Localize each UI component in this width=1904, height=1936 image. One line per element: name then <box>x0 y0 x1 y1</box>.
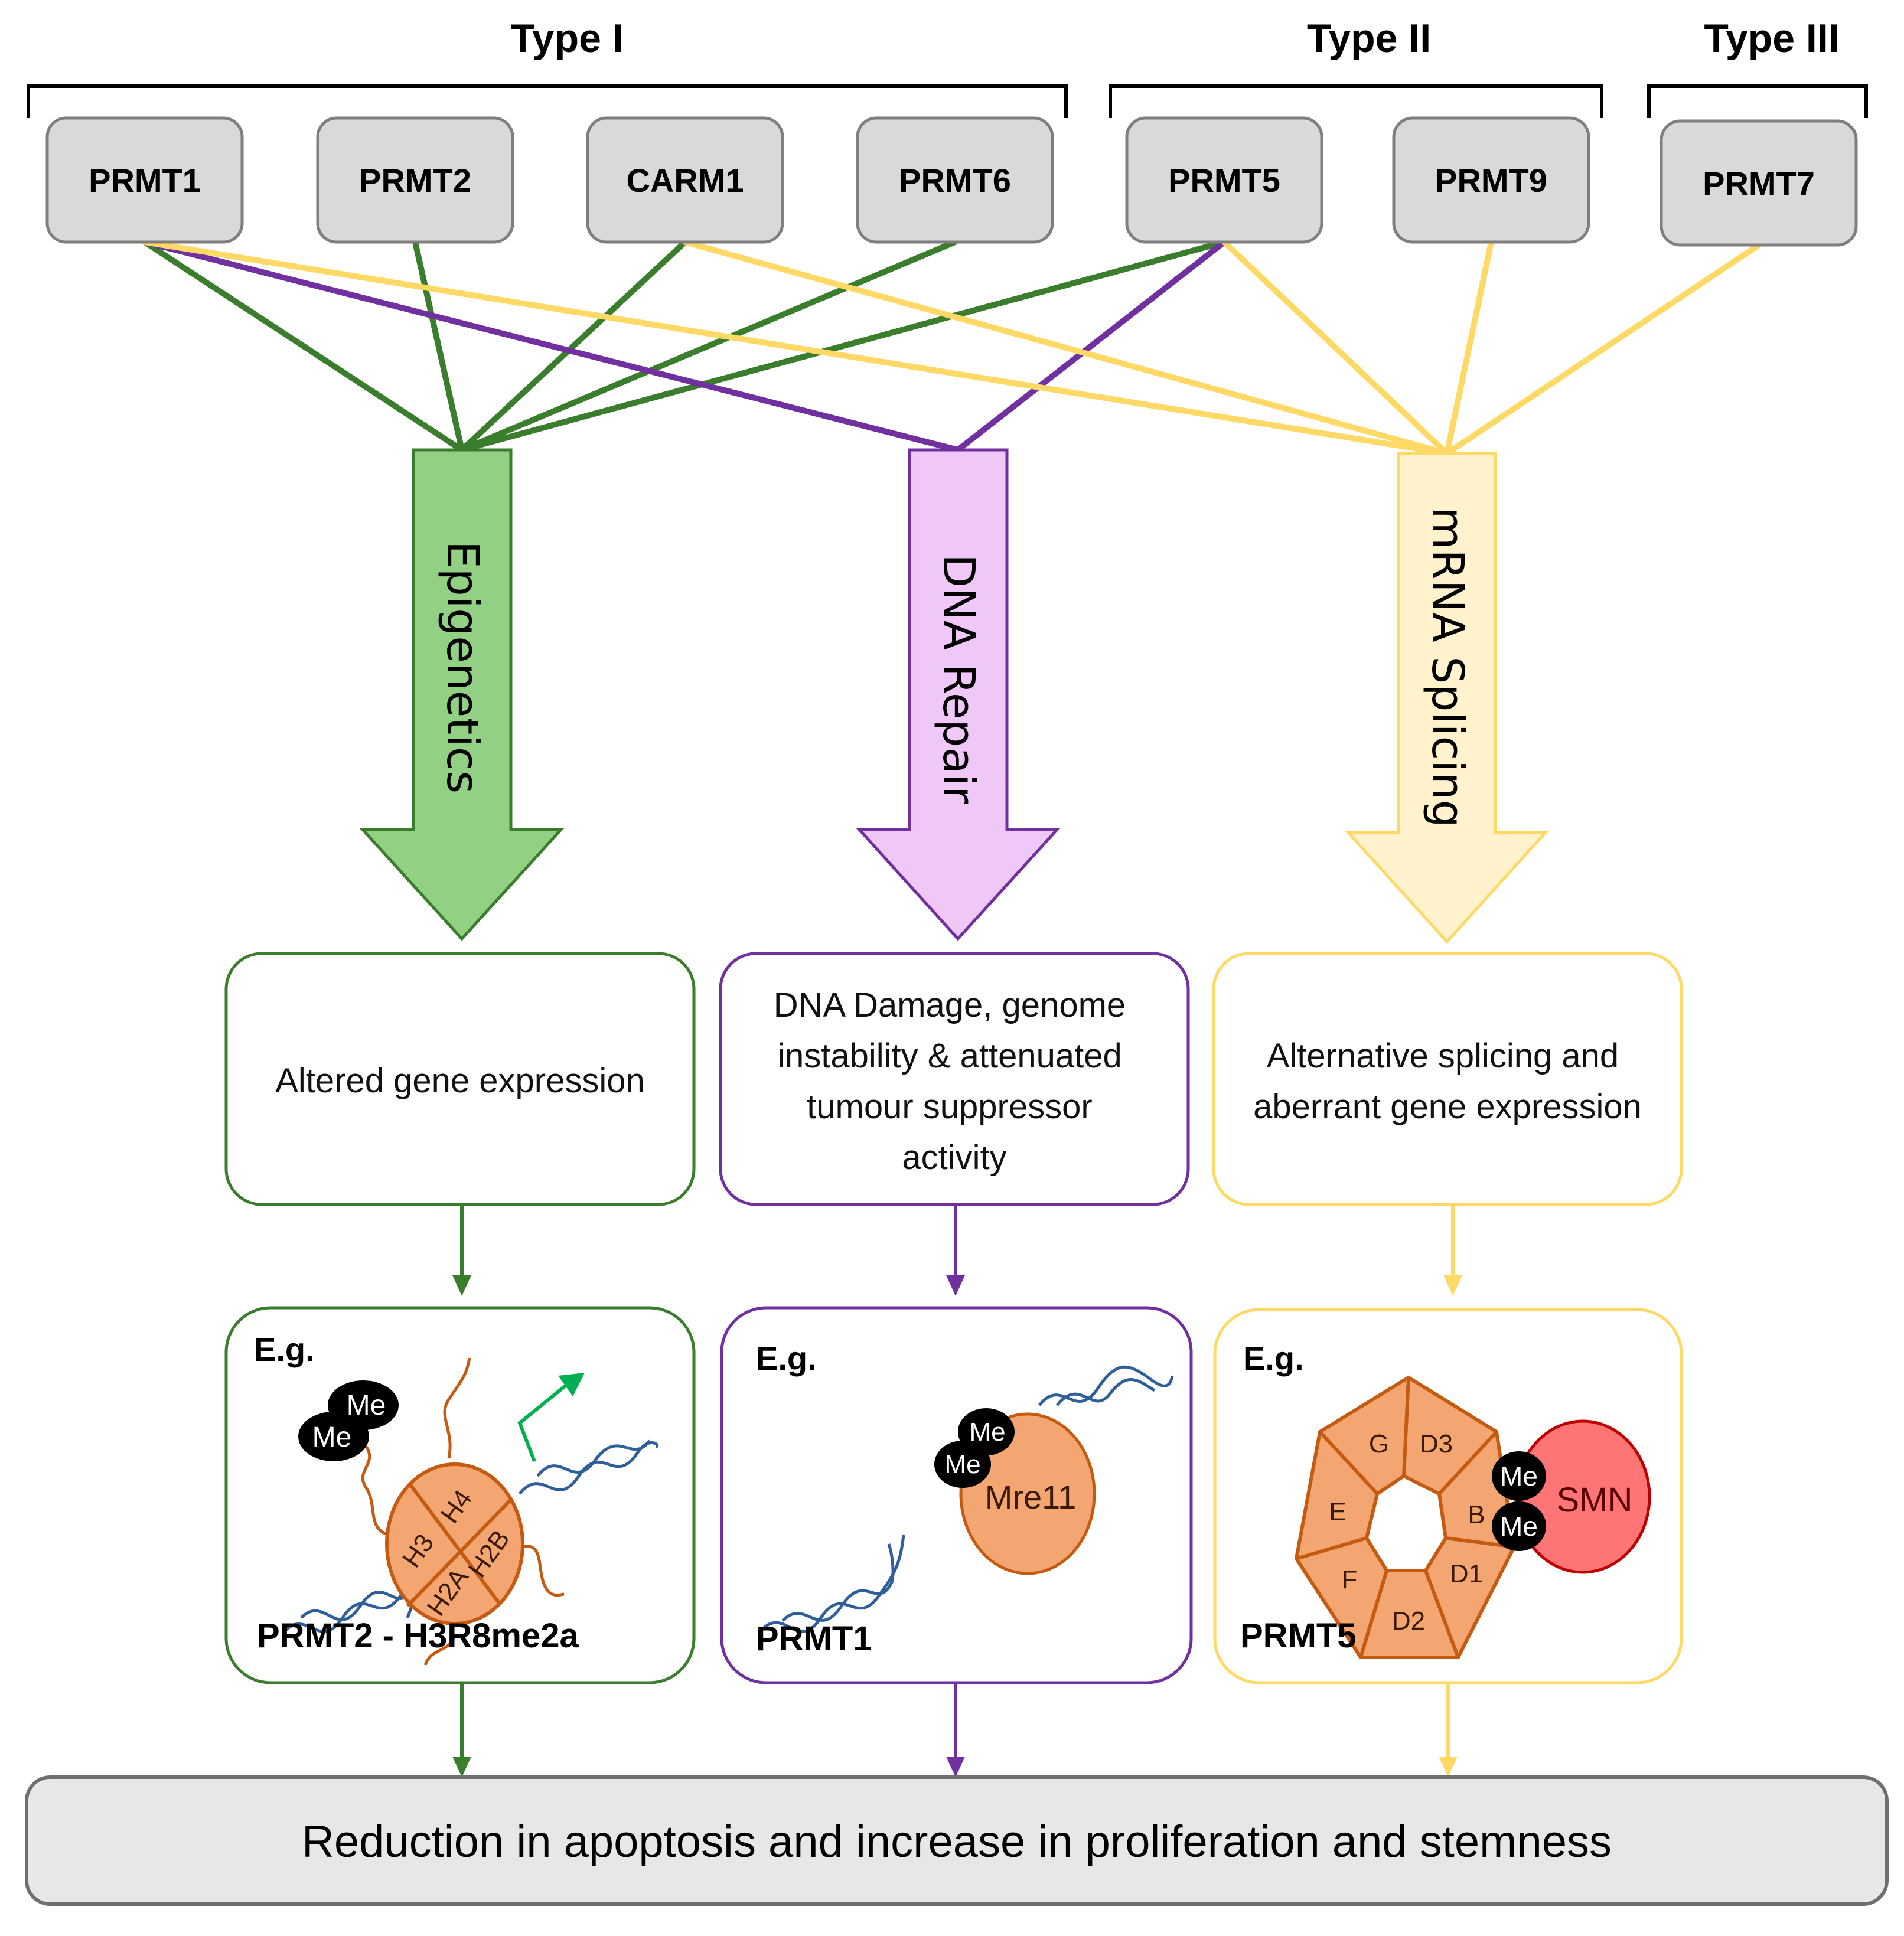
connection-carm1-epigenetics <box>459 239 688 453</box>
outcome-line: Alternative splicing and <box>1267 1037 1619 1075</box>
enzyme-box-prmt2: PRMT2 <box>316 116 514 244</box>
outcome-line: aberrant gene expression <box>1253 1088 1642 1126</box>
enzyme-box-prmt5: PRMT5 <box>1125 116 1323 244</box>
enzyme-box-prmt6: PRMT6 <box>856 116 1054 244</box>
enzyme-boxes: PRMT1 PRMT2 CARM1 PRMT6 PRMT5 PRMT9 PRMT7 <box>45 116 1858 247</box>
pathway-arrow-mrna-splicing: mRNA Splicing <box>1345 452 1549 944</box>
pathway-label-epigenetics: Epigenetics <box>437 541 488 794</box>
sm-protein-label: E <box>1329 1497 1346 1526</box>
sm-protein-label: D3 <box>1420 1429 1453 1458</box>
connection-prmt6-epigenetics <box>459 239 958 453</box>
outcome-box-dna-repair: DNA Damage, genome instability & attenua… <box>719 952 1190 1206</box>
protein-label: Mre11 <box>985 1478 1077 1516</box>
enzyme-box-prmt9: PRMT9 <box>1392 116 1590 244</box>
pathway-label-dna-repair: DNA Repair <box>933 554 984 804</box>
pathway-arrow-epigenetics: Epigenetics <box>359 448 565 941</box>
smn-label: SMN <box>1557 1481 1633 1519</box>
svg-text:DNA Damage, genome insta: DNA Damage, genome instability & attenua… <box>774 986 1136 1177</box>
transcription-arrow-icon <box>517 1373 585 1462</box>
example-box-dna-repair: E.g. Mre11 Me Me PRMT1 <box>720 1306 1193 1684</box>
outcome-line: activity <box>902 1138 1006 1177</box>
example-box-epigenetics: E.g. H3 H4 H2B H2A Me <box>224 1306 696 1684</box>
dna-helix-icon <box>282 1439 659 1634</box>
svg-text:Alternative splicing and: Alternative splicing and aberrant gene e… <box>1253 1037 1642 1126</box>
methyl-marks-icon: Me Me <box>298 1380 399 1461</box>
svg-text:Me: Me <box>347 1390 386 1421</box>
enzyme-box-prmt7: PRMT7 <box>1660 119 1858 247</box>
enzyme-label: PRMT1 <box>89 162 201 199</box>
connector-arrows-bottom <box>452 1683 1458 1777</box>
type-groups: Type I Type II Type III <box>27 16 1868 118</box>
enzyme-label: PRMT7 <box>1703 165 1815 202</box>
outcome-box-mrna-splicing: Alternative splicing and aberrant gene e… <box>1212 952 1683 1206</box>
svg-text:Me: Me <box>1500 1461 1538 1491</box>
example-prefix: E.g. <box>254 1331 315 1368</box>
example-prefix: E.g. <box>756 1340 817 1377</box>
example-caption: PRMT5 <box>1240 1617 1357 1655</box>
svg-text:Me: Me <box>969 1418 1005 1447</box>
enzyme-label: PRMT5 <box>1168 162 1280 199</box>
enzyme-label: PRMT9 <box>1435 162 1547 199</box>
outcome-line: Altered gene expression <box>275 1062 645 1100</box>
type-label-2: Type II <box>1307 16 1431 61</box>
enzyme-label: PRMT2 <box>359 162 471 199</box>
sm-protein-label: B <box>1468 1500 1485 1529</box>
type-3-bracket <box>1647 84 1868 118</box>
svg-text:Me: Me <box>944 1450 980 1479</box>
outcome-box-epigenetics: Altered gene expression <box>224 952 696 1206</box>
final-outcome-box: Reduction in apoptosis and increase in p… <box>25 1775 1889 1906</box>
connection-prmt7-mrna-splicing <box>1444 242 1762 456</box>
type-1-bracket <box>27 84 1068 118</box>
nucleosome-icon: H3 H4 H2B H2A <box>385 1462 524 1625</box>
example-box-mrna-splicing: E.g. G D3 B D1 D2 F E SMN <box>1213 1308 1683 1684</box>
pathway-arrow-dna-repair: DNA Repair <box>856 448 1061 941</box>
type-label-1: Type I <box>510 16 623 61</box>
connection-prmt1-mrna-splicing <box>142 239 1450 456</box>
enzyme-box-carm1: CARM1 <box>586 116 784 244</box>
connection-prmt5-mrna-splicing <box>1221 239 1450 456</box>
connection-carm1-mrna-splicing <box>682 239 1450 456</box>
outcome-line: instability & attenuated <box>777 1037 1122 1075</box>
sm-protein-label: D1 <box>1450 1559 1483 1588</box>
connector-arrows-mid <box>452 1204 1462 1296</box>
enzyme-label: PRMT6 <box>899 162 1011 199</box>
type-2-bracket <box>1109 84 1603 118</box>
example-prefix: E.g. <box>1243 1340 1304 1377</box>
enzyme-label: CARM1 <box>626 162 744 199</box>
sm-protein-label: D2 <box>1392 1607 1425 1635</box>
svg-text:Me: Me <box>312 1422 352 1453</box>
connection-prmt1-epigenetics <box>142 239 465 453</box>
sm-ring-icon: G D3 B D1 D2 F E <box>1294 1375 1517 1659</box>
sm-protein-label: F <box>1342 1565 1358 1594</box>
connection-prmt2-epigenetics <box>412 239 465 453</box>
example-caption: PRMT1 <box>756 1620 872 1658</box>
sm-protein-label: G <box>1369 1429 1389 1458</box>
pathway-label-mrna-splicing: mRNA Splicing <box>1422 507 1473 827</box>
enzyme-pathway-connections <box>142 239 1762 456</box>
outcome-line: tumour suppressor <box>807 1088 1093 1126</box>
svg-text:Altered gene expression: Altered gene expression <box>275 1062 645 1100</box>
example-caption: PRMT2 - H3R8me2a <box>257 1617 579 1655</box>
methyl-marks-icon: Me Me <box>1492 1451 1546 1551</box>
connection-prmt9-mrna-splicing <box>1444 239 1494 456</box>
connection-prmt5-epigenetics <box>459 239 1227 453</box>
type-label-3: Type III <box>1704 16 1839 61</box>
connection-prmt1-dna-repair <box>142 239 961 453</box>
connection-prmt5-dna-repair <box>955 239 1227 453</box>
svg-text:Me: Me <box>1500 1511 1538 1542</box>
dna-helix-icon <box>761 1365 1174 1633</box>
histone-tails-icon <box>361 1357 565 1666</box>
outcome-line: DNA Damage, genome <box>774 986 1126 1024</box>
smn-protein-icon: SMN <box>1514 1419 1651 1574</box>
enzyme-box-prmt1: PRMT1 <box>45 116 244 244</box>
methyl-marks-icon: Me Me <box>934 1408 1015 1488</box>
final-outcome-text: Reduction in apoptosis and increase in p… <box>302 1817 1612 1867</box>
